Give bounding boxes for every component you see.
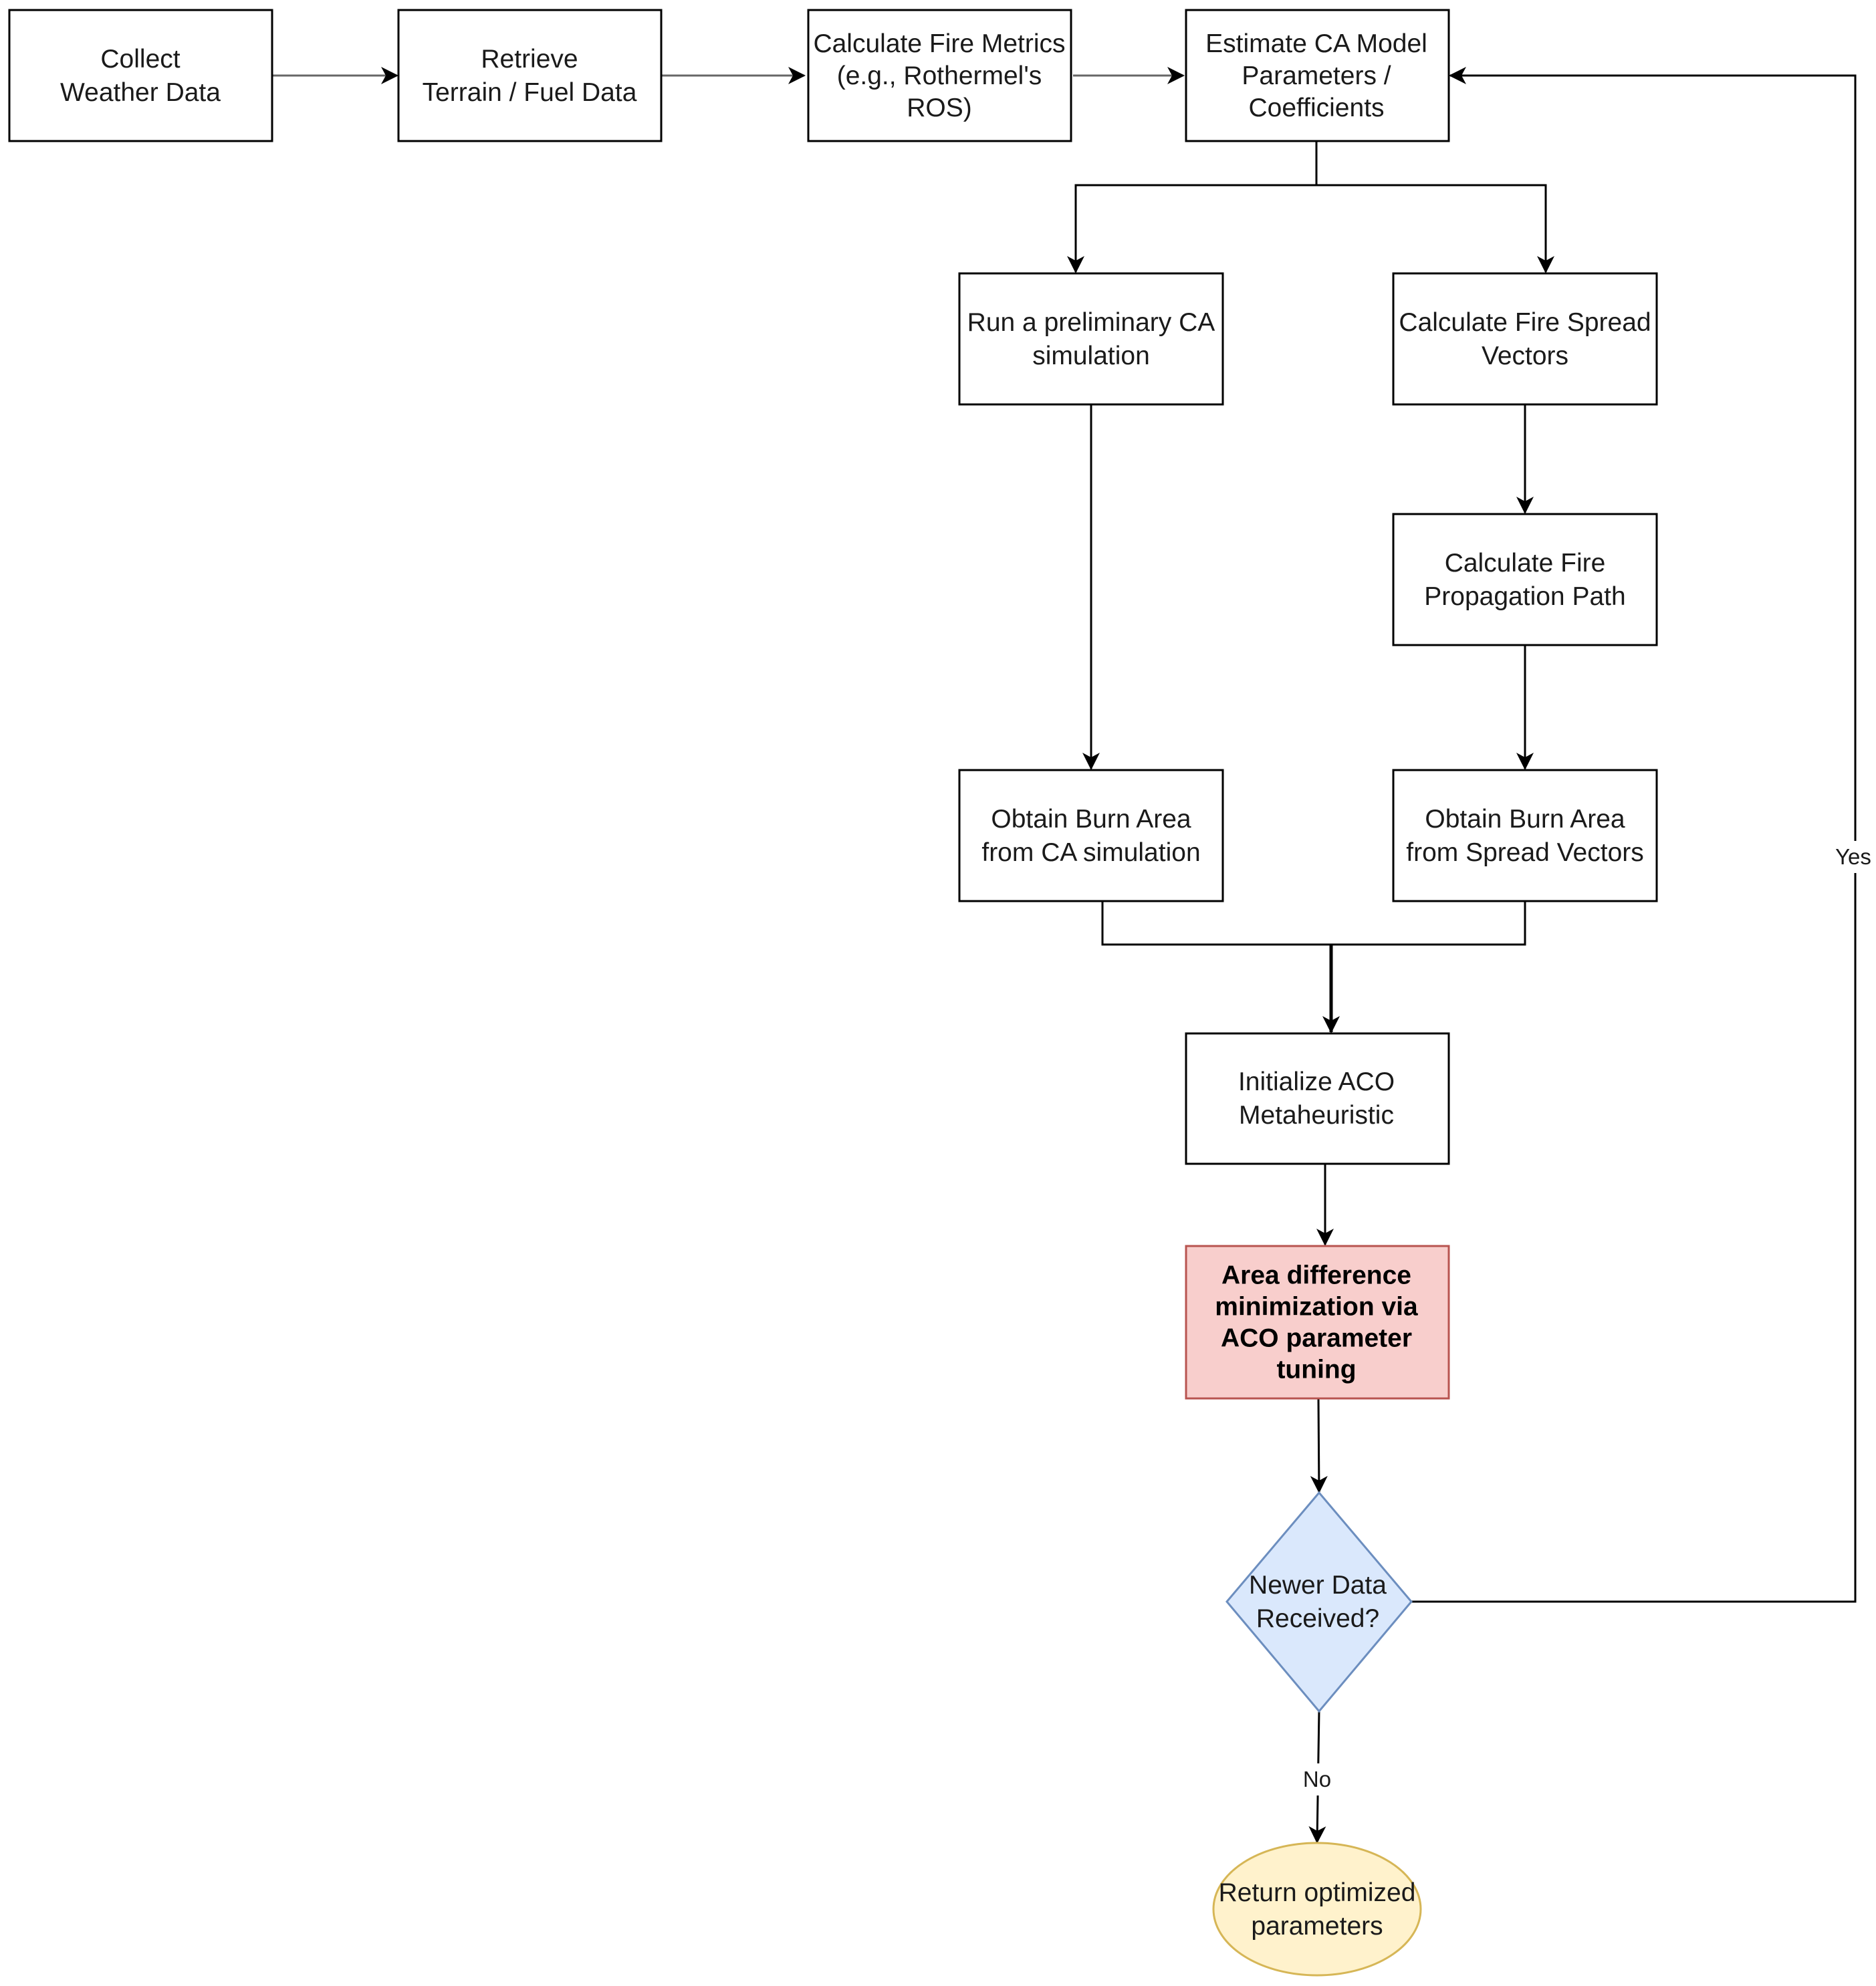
node-text-line: Received? bbox=[1256, 1604, 1379, 1633]
node-text-line: Obtain Burn Area bbox=[1425, 805, 1625, 834]
node-run-preliminary-text: Run a preliminary CA simulation bbox=[967, 308, 1215, 370]
node-burn-area-ca-box bbox=[958, 769, 1224, 902]
edge-label-no: No bbox=[1303, 1767, 1331, 1791]
node-text-line: ACO parameter bbox=[1221, 1324, 1412, 1353]
node-burn-area-vectors-box bbox=[1392, 769, 1658, 902]
node-return-params-ellipse bbox=[1212, 1842, 1422, 1977]
node-text-line: Area difference bbox=[1221, 1261, 1411, 1290]
node-text-line: Collect bbox=[100, 45, 180, 74]
edge-minimization-to-decision bbox=[1310, 1398, 1328, 1493]
node-calc-propagation-box bbox=[1392, 513, 1658, 646]
node-newer-data-diamond bbox=[1225, 1491, 1413, 1713]
node-text-line: Estimate CA Model bbox=[1205, 29, 1427, 58]
node-text-line: Retrieve bbox=[481, 45, 578, 74]
node-text-line: from Spread Vectors bbox=[1406, 838, 1644, 867]
edge-estimate-split bbox=[1067, 141, 1318, 273]
node-text-line: Calculate Fire Metrics bbox=[813, 29, 1065, 58]
node-text-line: Vectors bbox=[1482, 342, 1568, 370]
node-text-line: Terrain / Fuel Data bbox=[423, 78, 637, 107]
node-calc-fire-metrics-box bbox=[807, 9, 1072, 142]
node-text-line: parameters bbox=[1251, 1912, 1383, 1941]
node-text-line: Return optimized bbox=[1219, 1878, 1416, 1907]
node-text-line: (e.g., Rothermel's bbox=[837, 61, 1042, 90]
node-burn-area-vectors-text: Obtain Burn Area from Spread Vectors bbox=[1406, 805, 1644, 867]
node-text-line: tuning bbox=[1276, 1356, 1356, 1384]
node-text-line: from CA simulation bbox=[981, 838, 1200, 867]
node-init-aco-text: Initialize ACO Metaheuristic bbox=[1238, 1068, 1395, 1130]
node-calc-fire-metrics-text: Calculate Fire Metrics (e.g., Rothermel's… bbox=[813, 29, 1065, 122]
node-text-line: Newer Data bbox=[1249, 1571, 1387, 1600]
node-calc-spread-vectors-box bbox=[1392, 272, 1658, 406]
node-text-line: Metaheuristic bbox=[1239, 1101, 1394, 1130]
edge-estimate-to-spread-vectors bbox=[1316, 184, 1554, 273]
node-text-line: minimization via bbox=[1215, 1293, 1418, 1322]
edge-label-yes: Yes bbox=[1835, 844, 1871, 869]
node-collect-weather-box bbox=[8, 9, 273, 142]
edge-burn-ca-merge bbox=[1101, 901, 1526, 946]
node-text-line: Obtain Burn Area bbox=[991, 805, 1191, 834]
node-init-aco-box bbox=[1185, 1032, 1450, 1165]
node-area-minimization-box bbox=[1185, 1245, 1450, 1400]
node-text-line: Weather Data bbox=[60, 78, 221, 107]
node-text-line: Parameters / bbox=[1242, 61, 1391, 90]
node-retrieve-terrain-box bbox=[397, 9, 663, 142]
node-text-line: Calculate Fire bbox=[1445, 549, 1606, 578]
node-text-line: Calculate Fire Spread bbox=[1399, 308, 1651, 337]
node-text-line: Propagation Path bbox=[1424, 582, 1625, 611]
node-text-line: Run a preliminary CA bbox=[967, 308, 1215, 337]
node-run-preliminary-box bbox=[958, 272, 1224, 406]
node-text-line: simulation bbox=[1032, 342, 1150, 370]
node-text-line: ROS) bbox=[907, 94, 972, 122]
edge-decision-yes-loop bbox=[1411, 67, 1857, 1603]
node-text-line: Coefficients bbox=[1248, 94, 1384, 122]
node-return-params-text: Return optimized parameters bbox=[1219, 1878, 1416, 1941]
node-estimate-ca-box bbox=[1185, 9, 1450, 142]
node-text-line: Initialize ACO bbox=[1238, 1068, 1395, 1096]
node-burn-area-ca-text: Obtain Burn Area from CA simulation bbox=[981, 805, 1200, 867]
